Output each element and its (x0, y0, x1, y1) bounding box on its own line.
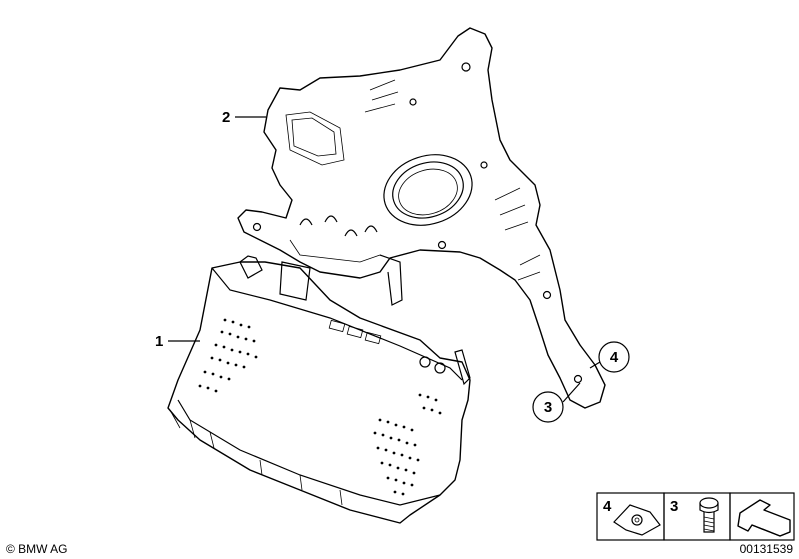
callout-2: 2 (222, 109, 266, 126)
callout-3-label: 3 (544, 399, 552, 416)
direction-arrow-icon (737, 499, 791, 537)
callout-3: 3 (532, 382, 581, 423)
legend-4-label: 4 (603, 498, 612, 515)
callout-2-label: 2 (222, 109, 230, 126)
diagram-id: 00131539 (740, 542, 794, 556)
legend-box-3[interactable]: 3 (663, 492, 731, 541)
bracket-part-2[interactable] (237, 27, 606, 409)
radio-unit-part-1[interactable] (167, 255, 471, 524)
legend-3-label: 3 (670, 498, 678, 515)
callout-1: 1 (155, 333, 200, 350)
callout-4-label: 4 (610, 349, 619, 366)
callout-1-label: 1 (155, 333, 163, 350)
legend-box-4[interactable]: 4 (596, 492, 665, 541)
callout-4: 4 (589, 341, 630, 373)
legend-box-arrow[interactable] (729, 492, 795, 541)
copyright-text: © BMW AG (6, 542, 68, 556)
